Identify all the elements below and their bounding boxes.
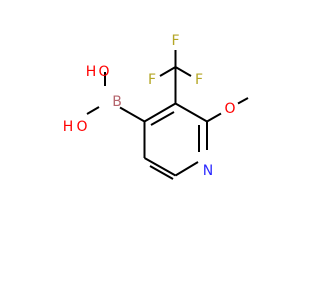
molecule-diagram: O H O H B F F F N O: [63, 33, 249, 180]
atom-label-f3: F: [195, 72, 203, 88]
atom-label-o3: O: [224, 101, 235, 117]
bond-o3-ch3: [237, 97, 249, 105]
structure-canvas: O H O H B F F F N O: [62, 33, 249, 180]
bond-b-o2: [86, 106, 100, 115]
atom-label-f2: F: [148, 72, 156, 88]
bond-c5-c4: [143, 102, 177, 123]
bond-c6-c5: [175, 102, 208, 123]
atom-label-h1: H: [86, 64, 97, 80]
atom-label-h2: H: [63, 119, 74, 135]
atom-label-f1: F: [171, 33, 179, 49]
bond-c5-c4-inner: [150, 111, 175, 126]
bond-cf3-f2: [159, 66, 177, 77]
bond-cf3-f3: [174, 66, 192, 77]
bond-c3-c2-inner: [149, 165, 174, 180]
bond-c3-c2: [144, 157, 176, 177]
atom-label-o1: O: [98, 64, 109, 80]
bond-c6-o3: [206, 112, 222, 123]
atom-label-n: N: [203, 163, 213, 179]
atom-label-b: B: [112, 94, 122, 110]
bond-c2-n: [174, 161, 199, 177]
bond-c4-b: [119, 106, 145, 123]
atom-label-o2: O: [76, 119, 87, 135]
